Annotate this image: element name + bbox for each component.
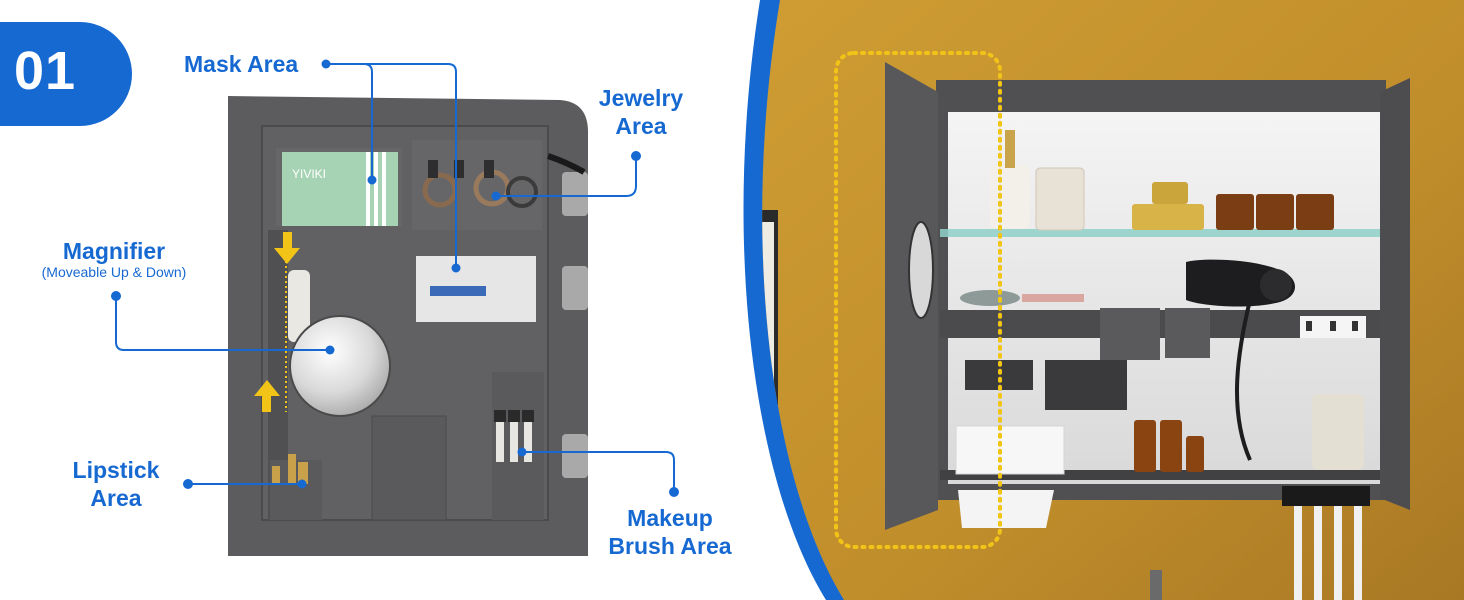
comb	[288, 270, 310, 342]
jewelry-area-line2: Area	[615, 113, 667, 139]
makeup-brush-area-label: Makeup Brush Area	[596, 504, 744, 560]
cable	[547, 153, 586, 175]
makeup-brush-line2: Brush Area	[608, 533, 732, 559]
serum-bottles	[1134, 420, 1156, 472]
mask-packets	[282, 152, 398, 226]
mask-brand-text: YIVIKI	[292, 167, 326, 181]
amber-jars	[1216, 194, 1254, 230]
magnifier-track	[268, 230, 288, 520]
jar-container	[1035, 167, 1085, 231]
arrow-up-icon	[254, 380, 280, 412]
brush-callout-line	[522, 451, 675, 490]
arrow-down-icon	[274, 232, 300, 264]
step-number-badge: 01	[0, 22, 132, 126]
step-number: 01	[14, 41, 77, 101]
callout-lines	[115, 63, 675, 490]
perfume-bottle	[1312, 394, 1364, 470]
soap-dispenser	[990, 165, 1030, 229]
brush	[960, 290, 1020, 306]
faucet	[1150, 570, 1162, 600]
mask-area-label: Mask Area	[184, 51, 299, 77]
callout-dots	[111, 59, 679, 497]
magnifier-note: (Moveable Up & Down)	[41, 264, 187, 280]
door-organizer-illustration: YIVIKI	[228, 96, 588, 556]
bathroom-photo	[743, 0, 1464, 600]
folded-towel	[955, 425, 1065, 475]
makeup-brushes	[496, 418, 504, 462]
jewelry-area-line1: Jewelry	[598, 85, 684, 111]
jewelry-callout-line	[496, 156, 637, 197]
jewelry-area-label: Jewelry Area	[586, 84, 696, 140]
lipstick	[272, 466, 280, 484]
hook	[428, 160, 438, 178]
lipstick-area-label: Lipstick Area	[56, 456, 176, 512]
magnifier-mirror	[289, 315, 391, 417]
hinge	[562, 172, 588, 216]
right-open-door	[1380, 78, 1410, 510]
makeup-brush-line1: Makeup	[627, 505, 713, 531]
tissue-dispenser	[958, 490, 1054, 528]
toothbrushes	[1294, 506, 1302, 600]
blue-divider-stripe	[743, 0, 850, 600]
bottom-shelf	[940, 470, 1380, 480]
magnifier-callout-line	[115, 296, 328, 351]
lipstick-area-line1: Lipstick	[72, 457, 160, 483]
glass-shelf	[940, 229, 1380, 237]
door-highlight-frame	[834, 51, 1002, 549]
door-magnifier	[908, 221, 934, 319]
control-panel	[1282, 486, 1370, 506]
magnifier-label: Magnifier	[62, 238, 166, 264]
cream-jars	[1132, 204, 1204, 230]
lipstick-area-line2: Area	[90, 485, 142, 511]
